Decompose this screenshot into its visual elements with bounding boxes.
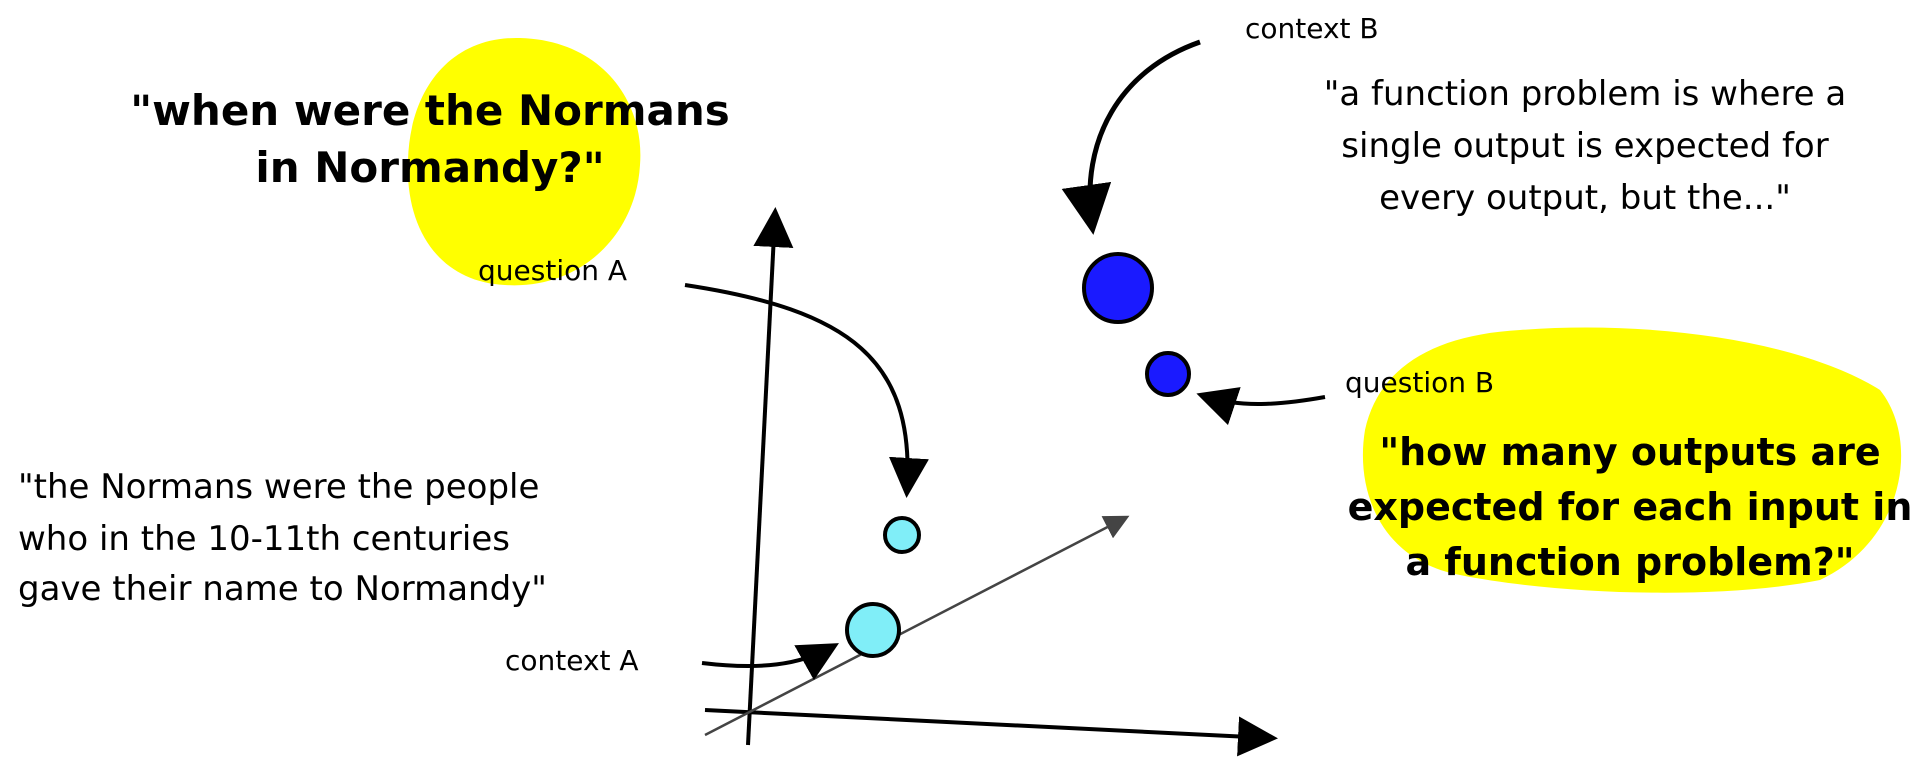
context-b-text-line-2: single output is expected for — [1341, 126, 1828, 166]
question-b-arrow — [1196, 387, 1326, 426]
context-b-point — [1082, 252, 1154, 324]
context-a-point — [845, 602, 901, 658]
z-axis — [704, 515, 1130, 737]
question-b-label: question B — [1345, 366, 1494, 399]
context-b-text-line-1: "a function problem is where a — [1324, 74, 1847, 114]
context-b-text-line-3: every output, but the..." — [1379, 178, 1791, 218]
question-b-text-line-3: a function problem?" — [1405, 540, 1854, 584]
context-a-text-line-3: gave their name to Normandy" — [18, 569, 547, 609]
context-a-label: context A — [505, 644, 639, 677]
highlight-blob-question-b — [1362, 327, 1902, 593]
question-a-text-line-1: "when were the Normans — [130, 86, 730, 135]
highlight-blob-question-a — [407, 37, 641, 286]
x-axis — [704, 708, 1278, 757]
context-a-text-line-1: "the Normans were the people — [18, 467, 539, 507]
question-a-label: question A — [478, 254, 627, 287]
question-a-arrow — [684, 283, 929, 498]
context-b-label: context B — [1245, 12, 1379, 45]
question-b-point — [1145, 351, 1191, 397]
context-b-arrow — [1061, 39, 1201, 235]
question-b-text-line-2: expected for each input in — [1348, 485, 1913, 529]
context-a-arrow — [701, 643, 839, 681]
question-b-text-line-1: "how many outputs are — [1379, 430, 1880, 474]
question-a-point — [883, 516, 921, 554]
context-a-text-line-2: who in the 10-11th centuries — [18, 519, 510, 559]
question-a-text-line-2: in Normandy?" — [255, 143, 604, 192]
